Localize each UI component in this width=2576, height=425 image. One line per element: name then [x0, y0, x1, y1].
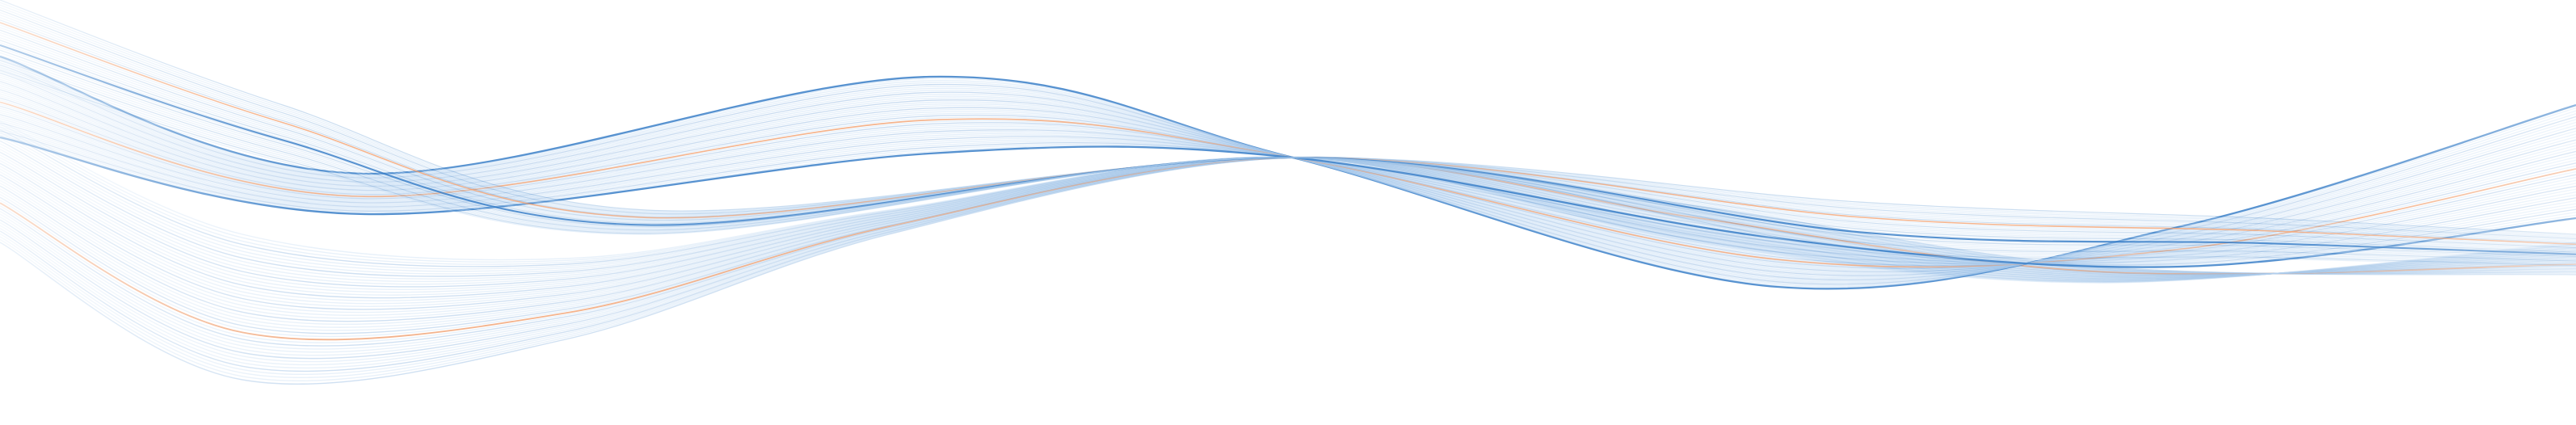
edge-fade-overlay [0, 0, 2576, 425]
wave-ribbons-graphic [0, 0, 2576, 425]
wave-artwork [0, 0, 2576, 425]
